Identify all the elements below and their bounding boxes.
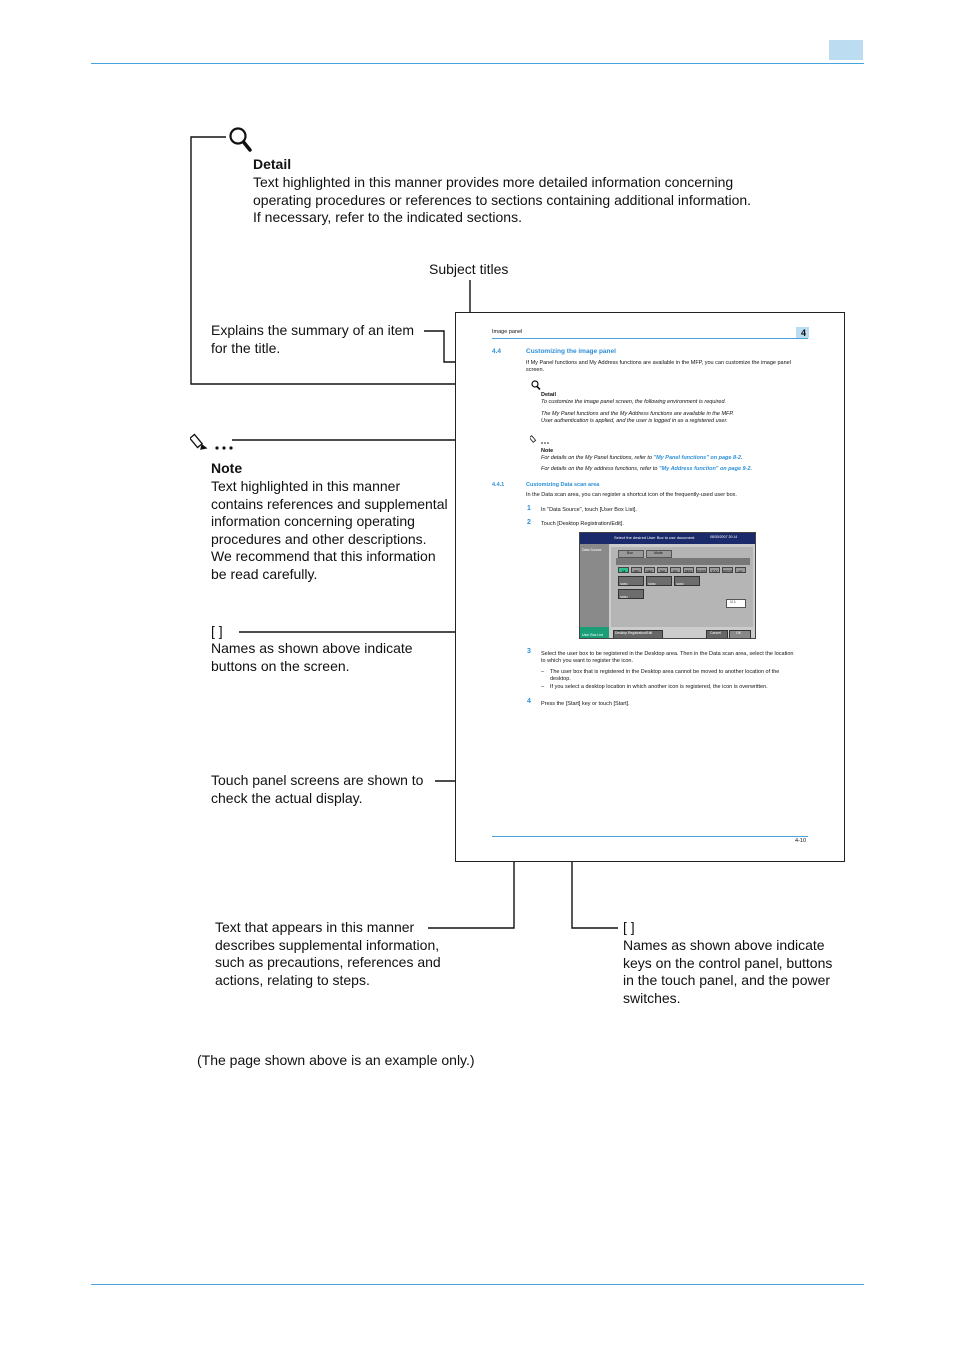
step-4-num: 4 (527, 698, 531, 705)
index-key[interactable]: etc (735, 567, 746, 573)
index-key[interactable]: DEF (644, 567, 655, 573)
box-folder[interactable]: SDB2 (646, 576, 672, 586)
example-sub-intro: In the Data scan area, you can register … (526, 492, 737, 498)
example-section-num: 4.4 (492, 348, 502, 355)
user-box-list-label: User Box List (582, 633, 603, 637)
top-rule (91, 63, 864, 64)
example-pencil-icon (530, 435, 549, 444)
bullet-2: If you select a desktop location in whic… (550, 684, 768, 690)
example-sub-title: Customizing Data scan area (526, 482, 600, 488)
user-box-list-button[interactable] (580, 627, 609, 638)
keys-desc: Names as shown above indicate keys on th… (623, 937, 833, 1006)
screen-header-text: Select the desired User Box to use docum… (614, 535, 696, 540)
screen-header (580, 533, 755, 544)
index-key[interactable]: MNO (683, 567, 694, 573)
step-3-num: 3 (527, 648, 531, 655)
screen-brackets: [ ] (211, 623, 223, 639)
note-title: Note (211, 460, 243, 476)
tab-mode-label: Mode (654, 551, 663, 555)
bottom-rule (91, 1284, 864, 1285)
example-detail-line1: To customize the image panel screen, the… (541, 399, 727, 405)
bullet-dash-2: – (541, 684, 545, 690)
keys-brackets: [ ] (623, 919, 635, 935)
screen-ok-button[interactable] (729, 630, 751, 638)
screen-cancel-label: Cancel (710, 631, 721, 635)
tab-box-label: Box (627, 551, 634, 555)
index-key[interactable]: All (618, 567, 629, 573)
step-2-num: 2 (527, 519, 531, 526)
example-note-line2: For details on the My address functions,… (541, 466, 753, 472)
link-my-panel[interactable]: "My Panel functions" on page 8-2. (653, 455, 743, 461)
screen-ok-label: OK (736, 631, 742, 635)
chapter-tab (829, 40, 863, 60)
magnifier-icon (229, 127, 252, 152)
example-note-title: Note (541, 448, 554, 454)
step-3-text: Select the user box to be registered in … (541, 651, 794, 664)
example-intro: If My Panel functions and My Address fun… (526, 360, 791, 373)
example-chapter-tab (796, 327, 809, 338)
example-section-title: Customizing the image panel (526, 348, 616, 355)
example-header: Image panel (492, 329, 523, 335)
box-folder[interactable]: SDB4 (618, 589, 644, 599)
step-4-text: Press the [Start] key or touch [Start]. (541, 701, 630, 707)
touch-panel-callout: Touch panel screens are shown to check t… (211, 772, 424, 806)
index-key[interactable]: JKL (670, 567, 681, 573)
example-detail-line2: The My Panel functions and the My Addres… (541, 411, 734, 424)
index-key[interactable]: WXYZ (722, 567, 733, 573)
example-detail-title: Detail (541, 392, 556, 398)
detail-body: Text highlighted in this manner provides… (253, 174, 752, 226)
screen-sidebar-label: Data Source (582, 548, 602, 552)
index-key[interactable]: PQRS (696, 567, 707, 573)
counter-box (726, 599, 746, 608)
summary-callout: Explains the summary of an item for the … (211, 322, 415, 356)
box-folder[interactable]: SDB1 (618, 576, 644, 586)
subject-titles-label: Subject titles (429, 261, 509, 277)
tab-box[interactable] (618, 550, 644, 558)
screen-datetime: 08/30/2007 20:14 (710, 535, 738, 539)
footnote: (The page shown above is an example only… (197, 1052, 475, 1068)
pencil-icon (190, 433, 233, 450)
bullet-dash-1: – (541, 669, 545, 675)
screen-cancel-button[interactable] (706, 630, 728, 638)
example-chapter: 4 (801, 328, 807, 338)
step-1-num: 1 (527, 505, 531, 512)
link-my-address[interactable]: "My Address function" on page 9-2. (659, 466, 753, 472)
screen-brackets-desc: Names as shown above indicate buttons on… (211, 640, 413, 674)
tab-mode[interactable] (646, 550, 672, 558)
step-1-text: In "Data Source", touch [User Box List]. (541, 507, 637, 513)
example-footer-rule (492, 836, 808, 837)
step-2-text: Touch [Desktop Registration/Edit]. (541, 521, 624, 527)
bullet-1: The user box that is registered in the D… (550, 669, 780, 682)
index-bar (616, 558, 750, 565)
screen-sidebar (580, 544, 609, 638)
index-key[interactable]: TUV (709, 567, 720, 573)
example-page-num: 4-10 (795, 838, 807, 844)
box-folder[interactable]: SDB3 (674, 576, 700, 586)
example-note-line1: For details on the My Panel functions, r… (541, 455, 743, 461)
desktop-registration-button[interactable] (613, 630, 663, 638)
index-key[interactable]: GHI (657, 567, 668, 573)
index-key[interactable]: ABC (631, 567, 642, 573)
example-header-rule (492, 338, 808, 339)
desktop-registration-label: Desktop Registration/Edit (615, 631, 653, 635)
example-sub-num: 4.4.1 (492, 482, 505, 488)
supplemental-callout: Text that appears in this manner describ… (215, 919, 441, 988)
detail-title: Detail (253, 156, 292, 172)
note-body: Text highlighted in this manner contains… (211, 478, 448, 582)
example-magnifier-icon (531, 380, 541, 390)
touch-panel-screenshot: Select the desired User Box to use docum… (579, 532, 756, 639)
counter-text: 1/ 1 (730, 600, 736, 604)
